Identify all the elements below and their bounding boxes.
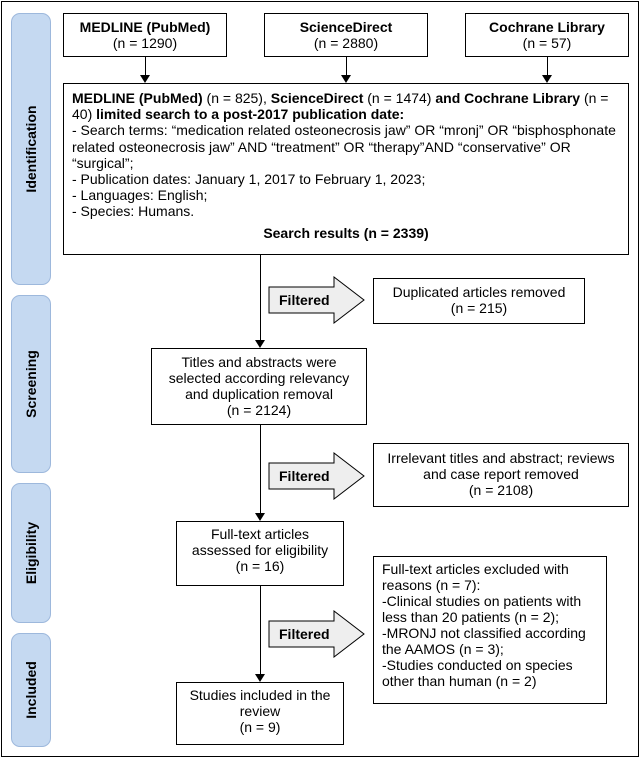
flow-line [260, 255, 261, 341]
search-languages: - Languages: English; [72, 187, 208, 204]
search-count-sciencedirect: (n = 1474) [363, 90, 436, 106]
stage-screening-label: Screening [23, 350, 39, 418]
search-species: - Species: Humans. [72, 203, 195, 220]
source-count: (n = 57) [522, 35, 572, 51]
arrowhead [140, 75, 150, 83]
flow-line [260, 586, 261, 675]
eligibility-text: Full-text articles assessed for eligibil… [191, 526, 329, 558]
arrowhead [341, 75, 351, 83]
filter-label: Filtered [279, 468, 330, 484]
search-source-sciencedirect: ScienceDirect [270, 90, 364, 106]
removed-count: (n = 215) [450, 300, 508, 316]
filter-label: Filtered [279, 292, 330, 308]
source-name: MEDLINE (PubMed) [79, 19, 211, 35]
search-terms: - Search terms: “medication related oste… [72, 122, 616, 171]
arrowhead [542, 75, 552, 83]
search-count-medline: (n = 825), [202, 90, 271, 106]
removed-count: (n = 2108) [468, 482, 534, 498]
source-name: Cochrane Library [489, 19, 605, 35]
removed-text: Duplicated articles removed [392, 284, 566, 300]
source-box-cochrane: Cochrane Library (n = 57) [465, 13, 629, 57]
arrowhead [255, 513, 265, 521]
stage-identification: Identification [11, 13, 51, 285]
search-dates: - Publication dates: January 1, 2017 to … [72, 171, 426, 188]
eligibility-box: Full-text articles assessed for eligibil… [176, 521, 344, 586]
filter-arrow-2 [268, 452, 365, 500]
filter-arrow-1 [268, 276, 365, 324]
search-sources-line: MEDLINE (PubMed) (n = 825), ScienceDirec… [72, 90, 620, 122]
included-count: (n = 9) [239, 719, 281, 735]
stage-included-label: Included [23, 661, 39, 719]
excluded-reason: -Clinical studies on patients with less … [382, 593, 582, 625]
removed-duplicates-box: Duplicated articles removed (n = 215) [373, 278, 585, 324]
excluded-reason: -Studies conducted on species other than… [382, 657, 573, 689]
included-box: Studies included in the review (n = 9) [176, 682, 344, 745]
search-limit: limited search to a post-2017 publicatio… [96, 106, 405, 123]
stage-eligibility-label: Eligibility [23, 521, 39, 585]
source-count: (n = 1290) [112, 35, 178, 51]
included-text: Studies included in the review [189, 687, 331, 719]
removed-irrelevant-box: Irrelevant titles and abstract; reviews … [373, 443, 629, 507]
search-count-cochrane: (n = 40) [72, 90, 609, 123]
search-source-medline: MEDLINE (PubMed) [72, 90, 203, 106]
excluded-reason: -MRONJ not classified according the AAMO… [382, 625, 586, 657]
stage-screening: Screening [11, 295, 51, 473]
screening-count: (n = 2124) [226, 402, 292, 418]
stage-eligibility: Eligibility [11, 483, 51, 623]
filter-label: Filtered [279, 626, 330, 642]
screening-text: Titles and abstracts were selected accor… [168, 354, 350, 402]
source-box-medline: MEDLINE (PubMed) (n = 1290) [63, 13, 227, 57]
source-count: (n = 2880) [313, 35, 379, 51]
eligibility-count: (n = 16) [235, 558, 285, 574]
source-name: ScienceDirect [299, 19, 393, 35]
search-source-cochrane: and Cochrane Library [435, 90, 581, 106]
flow-line [260, 425, 261, 514]
stage-included: Included [11, 633, 51, 747]
source-box-sciencedirect: ScienceDirect (n = 2880) [264, 13, 428, 57]
connector-line [547, 57, 548, 76]
search-results: Search results (n = 2339) [263, 224, 429, 241]
stage-identification-label: Identification [23, 105, 39, 193]
screening-box: Titles and abstracts were selected accor… [151, 348, 367, 425]
connector-line [145, 57, 146, 76]
arrowhead [255, 340, 265, 348]
removed-text: Irrelevant titles and abstract; reviews … [387, 450, 615, 482]
search-criteria-box: MEDLINE (PubMed) (n = 825), ScienceDirec… [63, 83, 629, 255]
excluded-box: Full-text articles excluded with reasons… [373, 556, 607, 704]
arrowhead [255, 674, 265, 682]
excluded-title: Full-text articles excluded with reasons… [382, 561, 569, 593]
filter-arrow-3 [268, 610, 365, 658]
connector-line [346, 57, 347, 76]
